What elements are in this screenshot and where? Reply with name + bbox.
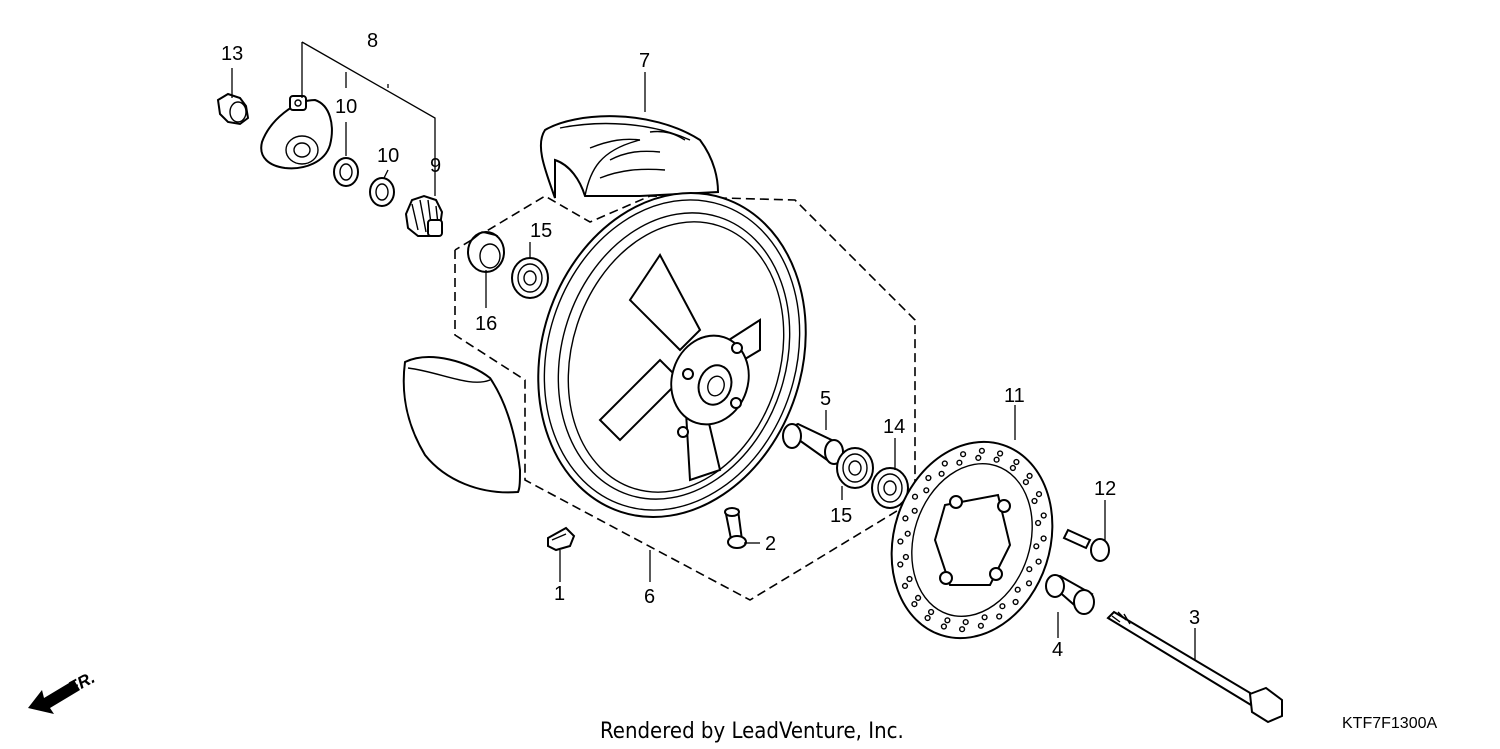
disc-vent-hole [940,623,948,630]
callout-3: 3 [1189,607,1200,629]
callout-2: 2 [765,533,776,555]
callout-8: 8 [367,30,378,52]
disc-vent-hole [1035,558,1042,565]
disc-vent-hole [906,575,913,583]
callout-4: 4 [1052,639,1063,661]
callout-7: 7 [639,50,650,72]
disc-vent-hole [959,451,967,458]
callout-10b: 10 [377,145,399,167]
speedometer-gearbox-part-8[interactable] [260,95,333,170]
render-credit: Rendered by LeadVenture, Inc. [600,719,904,744]
disc-vent-hole [1034,519,1042,527]
disc-vent-hole [911,493,919,500]
disc-vent-hole [1040,535,1047,542]
gear-part-9[interactable] [404,194,444,237]
seal-part-10b[interactable] [369,177,395,207]
disc-vent-hole [1012,598,1019,606]
disc-vent-hole [911,600,918,608]
callout-14: 14 [883,416,905,438]
disc-vent-hole [927,608,935,616]
spacer-part-5[interactable] [782,422,844,465]
disc-vent-holes [897,447,1047,633]
callout-labels: 1 2 3 4 5 6 7 8 9 10 10 11 12 13 14 15 1… [221,30,1200,661]
bearing-part-15b[interactable] [836,447,874,489]
disc-vent-hole [1040,512,1047,519]
assembly-outline [454,195,916,601]
disc-vent-hole [1014,586,1021,593]
disc-vent-hole [996,613,1003,620]
brake-disc-part-11[interactable] [867,421,1077,659]
bolt-part-12[interactable] [1062,528,1110,562]
disc-vent-hole [897,561,904,568]
callout-6: 6 [644,586,655,608]
disc-vent-hole [1035,491,1043,498]
disc-vent-hole [902,553,910,561]
bearing-part-15a[interactable] [511,257,549,299]
disc-vent-hole [941,460,948,467]
collar-part-4[interactable] [1045,574,1095,615]
disc-vent-hole [1033,543,1040,550]
callout-15a: 15 [530,220,552,242]
front-direction-indicator: FR. [28,668,98,714]
callout-1: 1 [554,583,565,605]
disc-vent-hole [902,515,909,522]
balance-weight-part-1[interactable] [547,526,576,552]
callout-10a: 10 [335,96,357,118]
diagram-code: KTF7F1300A [1342,715,1437,732]
disc-vent-hole [944,617,951,624]
leader-lines [231,41,1196,660]
disc-vent-hole [996,450,1004,457]
disc-vent-hole [914,594,922,602]
disc-vent-hole [904,530,911,537]
callout-15b: 15 [830,505,852,527]
disc-vent-hole [977,622,985,629]
disc-vent-hole [962,618,969,626]
axle-part-3[interactable] [1106,610,1283,724]
disc-vent-hole [978,447,986,454]
disc-vent-hole [938,470,945,477]
disc-vent-hole [925,474,932,482]
callout-12: 12 [1094,478,1116,500]
callout-9: 9 [430,155,441,177]
disc-vent-hole [897,538,904,545]
hub-seal-part-16[interactable] [467,231,505,273]
tire-part-7[interactable] [402,115,720,494]
disc-vent-hole [1013,458,1020,466]
bearing-part-14[interactable] [871,467,909,509]
callout-13: 13 [221,43,243,65]
disc-vent-hole [993,456,1000,463]
bolt-part-13[interactable] [216,92,250,126]
disc-vent-hole [1026,472,1033,480]
callout-16: 16 [475,313,497,335]
seal-part-10a[interactable] [333,157,359,187]
disc-vent-hole [958,626,966,633]
disc-vent-hole [981,614,988,621]
callout-5: 5 [820,388,831,410]
disc-vent-hole [975,454,982,462]
disc-vent-hole [999,603,1006,610]
disc-vent-hole [1025,580,1033,587]
disc-vent-hole [923,487,930,494]
disc-vent-hole [1031,497,1038,505]
disc-vent-hole [1026,566,1033,573]
front-arrow-icon [28,680,80,714]
disc-vent-hole [1022,479,1030,486]
disc-vent-hole [924,614,931,622]
valve-part-2[interactable] [724,507,747,549]
disc-vent-hole [911,507,918,514]
disc-vent-hole [1009,464,1017,472]
callout-11: 11 [1004,385,1025,407]
wheel-rim-part-6[interactable] [497,158,846,552]
disc-vent-hole [901,582,909,590]
disc-vent-hole [956,459,963,466]
